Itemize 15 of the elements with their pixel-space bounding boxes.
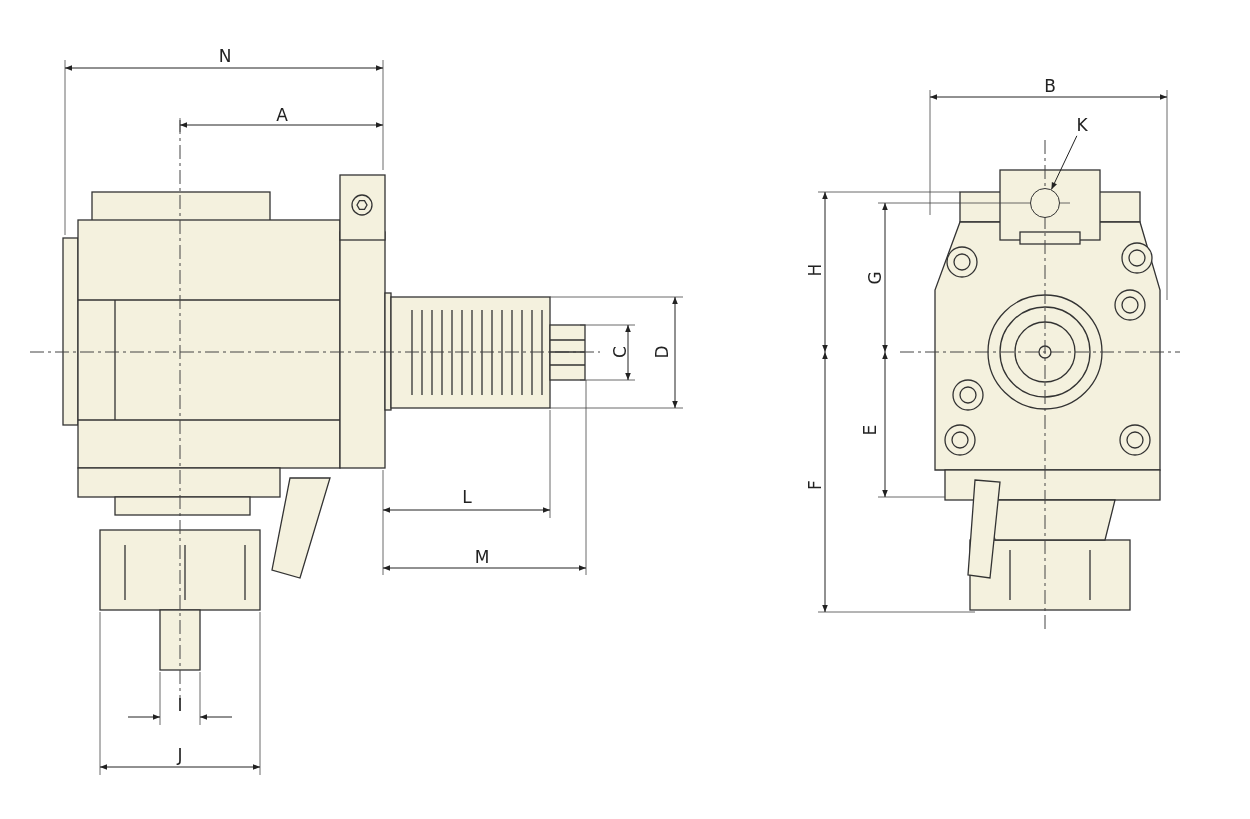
callout-letter: K	[1076, 116, 1088, 134]
leader-line	[1050, 135, 1078, 190]
dimension-label: F	[806, 480, 824, 490]
dimension-label: J	[177, 746, 183, 764]
dimension-label: B	[1044, 77, 1056, 95]
dimension-label: N	[218, 47, 232, 65]
dimension-label: A	[276, 106, 288, 124]
dimension-label: H	[806, 263, 824, 277]
dimension-label: D	[653, 345, 671, 359]
dimension-label: E	[861, 424, 879, 436]
dimension-label: L	[462, 488, 472, 506]
dimension-label: G	[866, 271, 884, 285]
dimension-label: I	[177, 696, 183, 714]
dimension-label: M	[474, 548, 490, 566]
dimension-label: C	[611, 346, 629, 358]
